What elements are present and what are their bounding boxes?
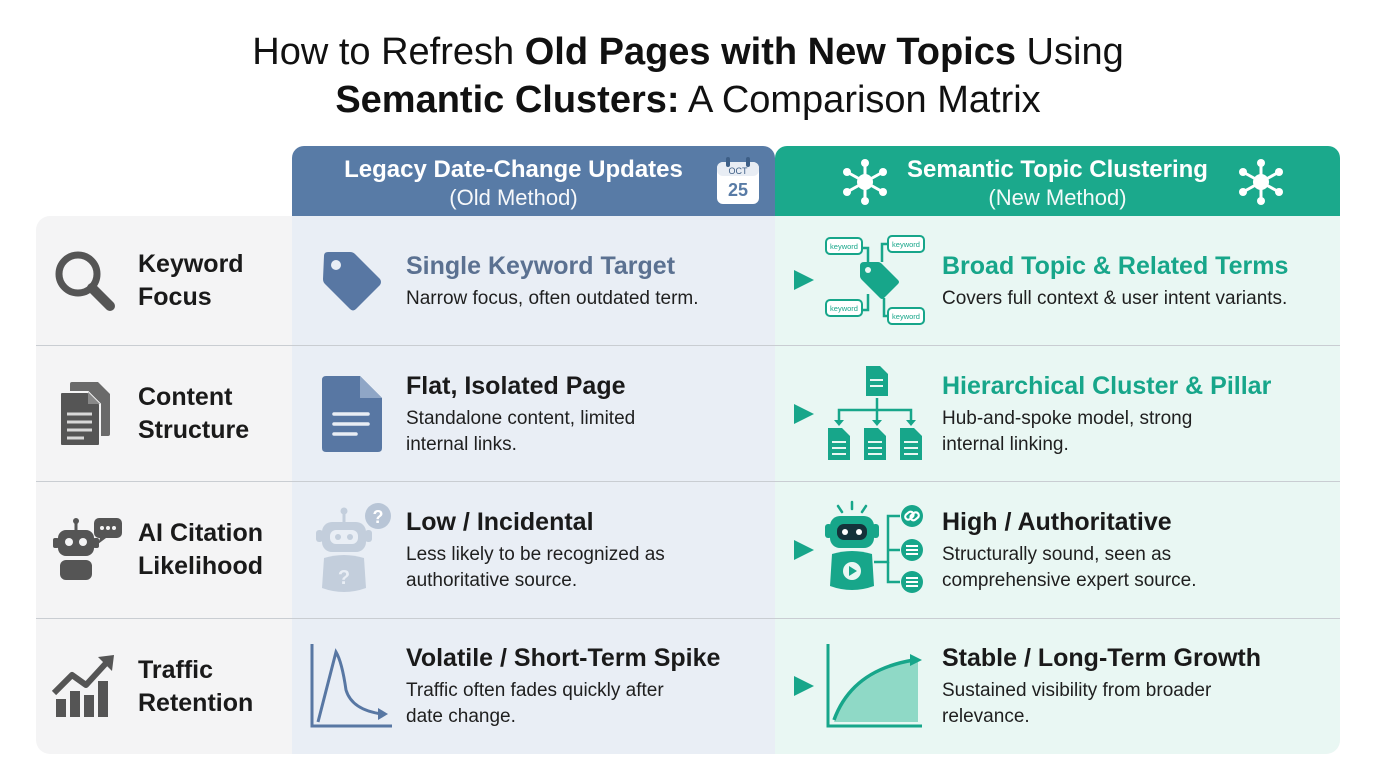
row-divider bbox=[36, 481, 1340, 482]
old-method-header: Legacy Date-Change Updates (Old Method) … bbox=[292, 146, 775, 216]
spike-chart-icon bbox=[310, 644, 392, 728]
keyword-network-icon: keyword keyword keyword keyword bbox=[825, 235, 925, 325]
robot-question-icon: ? ? bbox=[316, 503, 391, 592]
row-divider bbox=[36, 618, 1340, 619]
arrow-right-icon bbox=[732, 676, 814, 696]
old-cell-title: Flat, Isolated Page bbox=[406, 372, 626, 400]
robot-chat-icon bbox=[53, 518, 122, 580]
old-cell-title: Single Keyword Target bbox=[406, 252, 676, 280]
page-title: How to Refresh Old Pages with New Topics… bbox=[252, 31, 1124, 121]
old-method-title: Legacy Date-Change Updates bbox=[344, 156, 683, 183]
old-cell-title: Low / Incidental bbox=[406, 508, 594, 536]
hierarchy-icon bbox=[828, 366, 922, 460]
new-cell-title: High / Authoritative bbox=[942, 508, 1172, 536]
robot-links-icon bbox=[825, 500, 923, 593]
svg-text:?: ? bbox=[373, 507, 384, 527]
arrow-right-icon bbox=[732, 540, 814, 560]
svg-text:keyword: keyword bbox=[892, 312, 920, 321]
svg-text:keyword: keyword bbox=[892, 240, 920, 249]
network-icon bbox=[1239, 159, 1283, 205]
new-cell-description: Covers full context & user intent varian… bbox=[942, 288, 1288, 309]
magnifier-icon bbox=[55, 251, 115, 311]
network-icon bbox=[843, 159, 887, 205]
arrow-right-icon bbox=[732, 270, 814, 290]
tag-icon bbox=[323, 252, 381, 311]
arrow-right-icon bbox=[732, 404, 814, 424]
growth-chart-icon bbox=[51, 655, 114, 717]
new-method-title: Semantic Topic Clustering bbox=[907, 156, 1208, 183]
growth-curve-icon bbox=[826, 644, 922, 728]
new-method-subtitle: (New Method) bbox=[988, 185, 1127, 210]
new-method-header: Semantic Topic Clustering (New Method) bbox=[775, 146, 1340, 216]
svg-text:?: ? bbox=[338, 567, 350, 589]
new-cell-title: Broad Topic & Related Terms bbox=[942, 252, 1289, 280]
svg-text:25: 25 bbox=[728, 180, 748, 200]
row-divider bbox=[36, 345, 1340, 346]
svg-text:keyword: keyword bbox=[830, 242, 858, 251]
old-cell-title: Volatile / Short-Term Spike bbox=[406, 644, 721, 672]
new-cell-title: Hierarchical Cluster & Pillar bbox=[942, 372, 1272, 400]
old-cell-description: Narrow focus, often outdated term. bbox=[406, 288, 699, 309]
svg-text:keyword: keyword bbox=[830, 304, 858, 313]
old-method-subtitle: (Old Method) bbox=[449, 185, 578, 210]
svg-text:OCT: OCT bbox=[729, 166, 749, 176]
new-cell-title: Stable / Long-Term Growth bbox=[942, 644, 1261, 672]
document-icon bbox=[322, 376, 382, 452]
calendar-icon: OCT 25 bbox=[717, 157, 759, 204]
old-column-background bbox=[292, 216, 775, 754]
documents-icon bbox=[59, 382, 110, 447]
